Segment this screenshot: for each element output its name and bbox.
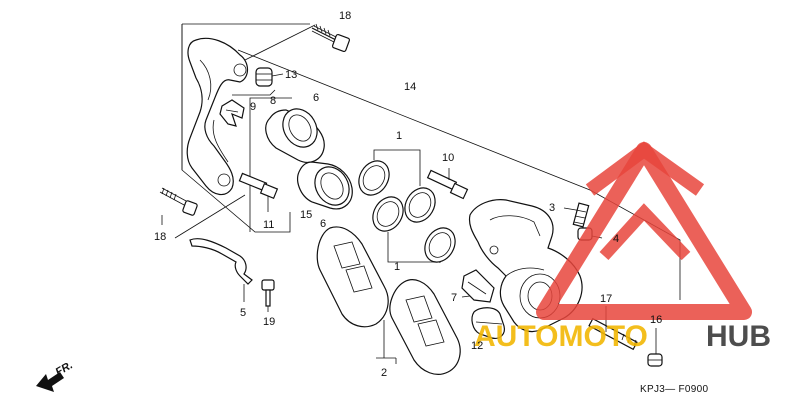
seal-rings-1 [358, 149, 456, 263]
callout-11: 11 [263, 219, 274, 231]
callout-3: 3 [549, 202, 555, 214]
brake-pad-2-front [389, 279, 461, 375]
callout-16: 16 [650, 314, 662, 326]
callout-6-bottom: 6 [320, 218, 326, 230]
callout-10: 10 [442, 152, 454, 164]
callout-1-bottom: 1 [394, 261, 400, 273]
callout-2: 2 [381, 367, 387, 379]
pin-10 [426, 168, 469, 200]
callout-6-top: 6 [313, 92, 319, 104]
front-arrow-icon [36, 372, 64, 392]
retainer-7 [461, 269, 495, 303]
callout-8: 8 [270, 95, 276, 107]
boot-13 [255, 67, 284, 87]
watermark-logo [536, 141, 752, 320]
pin-11 [238, 172, 279, 212]
callout-19: 19 [263, 316, 275, 328]
spring-5 [189, 238, 253, 302]
bleeder-3 [563, 202, 590, 228]
watermark-text-part1: AUTOMOTO [474, 320, 648, 353]
caliper-bracket [186, 37, 249, 196]
callout-7: 7 [451, 292, 457, 304]
diagram-code: KPJ3— F0900 [640, 384, 708, 395]
piston-6-upper [265, 108, 325, 163]
brake-pad-2-rear [316, 226, 396, 359]
callout-18-left: 18 [154, 231, 166, 243]
callout-18-top: 18 [339, 10, 351, 22]
callout-5: 5 [240, 307, 246, 319]
watermark-text-part2: HUB [706, 320, 771, 353]
bolt-18-left [159, 187, 198, 216]
bolt-19 [261, 279, 275, 312]
piston-6-lower [297, 161, 353, 210]
callout-9: 9 [250, 101, 256, 113]
front-marker: FR. [54, 359, 75, 378]
bolt-18-top [311, 23, 351, 53]
callout-13: 13 [285, 69, 297, 81]
boot-12 [471, 307, 505, 339]
callout-4: 4 [613, 233, 619, 245]
callout-1-top: 1 [396, 130, 402, 142]
callout-17: 17 [600, 293, 612, 305]
callout-14: 14 [404, 81, 416, 93]
nut-16 [647, 328, 663, 367]
clip-9 [219, 99, 245, 127]
callout-15: 15 [300, 209, 312, 221]
callout-12: 12 [471, 340, 483, 352]
